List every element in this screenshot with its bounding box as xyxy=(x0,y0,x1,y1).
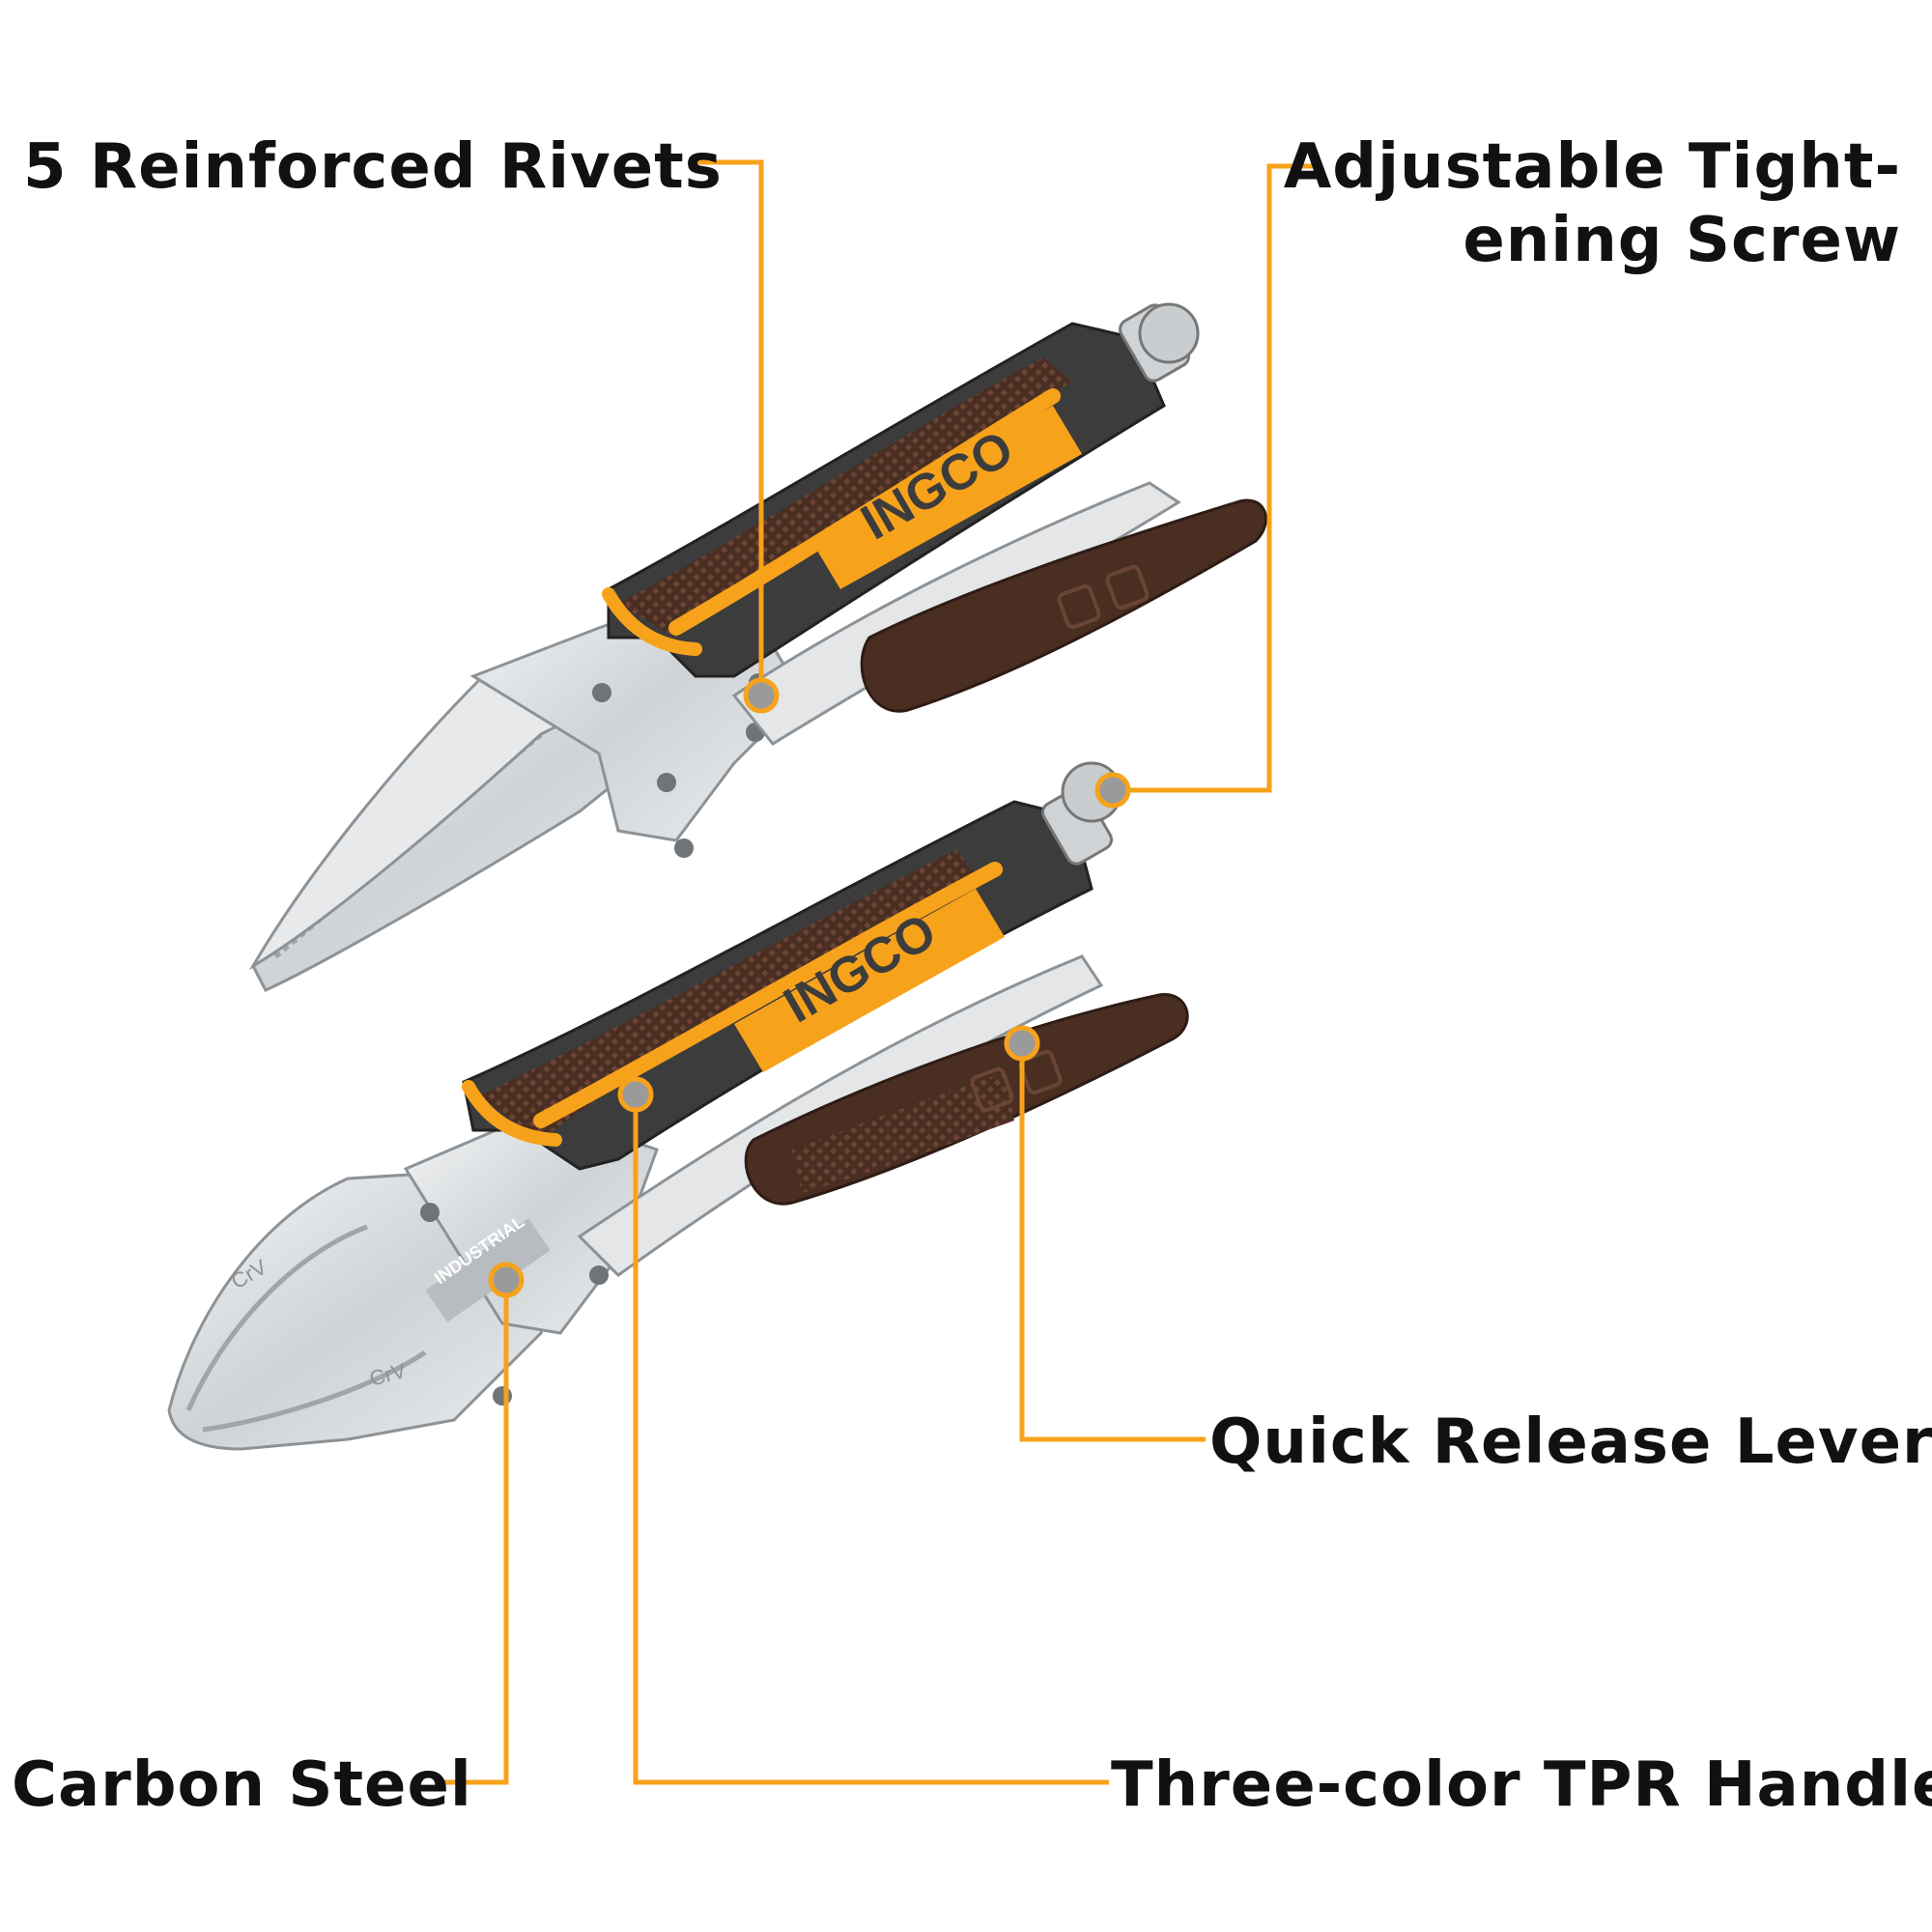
callout-dot-icon xyxy=(617,1076,654,1113)
callout-dot-icon xyxy=(743,677,780,714)
callout-dots xyxy=(488,677,1131,1298)
label-quick-release-lever: Quick Release Lever xyxy=(1209,1406,1932,1478)
curved-jaw-locking-pliers: INDUSTRIAL CrV CrV INGCO xyxy=(167,761,1189,1451)
long-nose-locking-pliers: INGCO xyxy=(248,302,1267,992)
label-carbon-steel: Carbon Steel xyxy=(12,1749,472,1821)
label-tpr-handle: Three-color TPR Handle xyxy=(1111,1749,1932,1821)
label-adjustable-screw-line2: ening Screw xyxy=(1463,205,1901,276)
callout-line-steel xyxy=(442,1280,509,1785)
top-pliers-lower-grip xyxy=(860,498,1267,713)
callout-dot-icon xyxy=(488,1262,525,1298)
callout-line-screw xyxy=(1113,163,1316,793)
label-adjustable-screw: Adjustable Tight- ening Screw xyxy=(1284,130,1901,277)
callout-dot-icon xyxy=(1094,772,1131,809)
callout-lines xyxy=(442,159,1316,1785)
callout-dot-icon xyxy=(1004,1025,1040,1062)
callout-line-handle xyxy=(633,1094,1109,1785)
callout-line-lever xyxy=(1019,1043,1206,1442)
callout-line-rivets xyxy=(697,159,764,696)
label-reinforced-rivets: 5 Reinforced Rivets xyxy=(23,131,723,203)
label-adjustable-screw-line1: Adjustable Tight- xyxy=(1283,131,1901,203)
